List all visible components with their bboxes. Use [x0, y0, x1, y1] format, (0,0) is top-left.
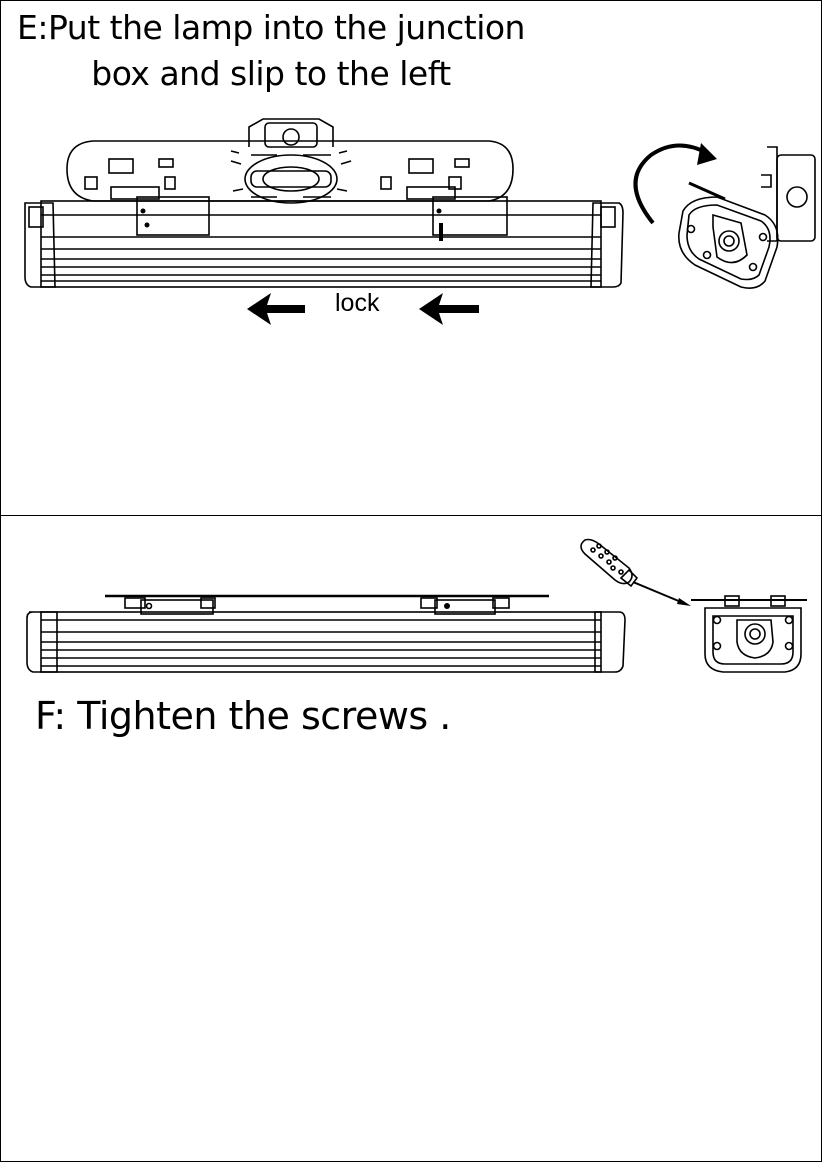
- step-e-panel: E:Put the lamp into the junction box and…: [0, 0, 822, 516]
- lamp-right-end-cap: [590, 202, 624, 288]
- step-e-title: E:Put the lamp into the junction box and…: [1, 5, 541, 97]
- step-e-illustration: [24, 118, 816, 325]
- side-junction-box: [776, 154, 816, 242]
- side-view-installed: [691, 595, 807, 673]
- lamp-bracket-right: [432, 196, 508, 236]
- lamp-left-end-cap: [24, 202, 56, 288]
- step-e-title-line1: E:Put the lamp into the junction: [17, 8, 525, 47]
- center-mount: [244, 154, 338, 204]
- lock-arrows: [247, 293, 479, 325]
- step-f-panel: F: Tighten the screws .: [0, 515, 822, 1162]
- lamp-bracket-left: [136, 196, 210, 236]
- step-f-title: F: Tighten the screws .: [35, 694, 451, 738]
- lamp-body: [24, 196, 624, 288]
- lock-arrow-left: [247, 293, 305, 325]
- rotation-arrow: [633, 143, 708, 225]
- installed-left-end-cap: [26, 611, 58, 673]
- lock-label: lock: [335, 289, 380, 317]
- side-view-rotation: [633, 143, 708, 225]
- side-lamp-profile: [678, 196, 779, 289]
- installed-right-end-cap: [594, 611, 626, 673]
- step-f-illustration: [26, 538, 807, 673]
- lock-arrow-right: [419, 293, 479, 325]
- screwdriver-icon: [580, 538, 682, 603]
- step-e-title-line2: box and slip to the left: [91, 54, 451, 93]
- junction-box-top-tab: [248, 118, 334, 147]
